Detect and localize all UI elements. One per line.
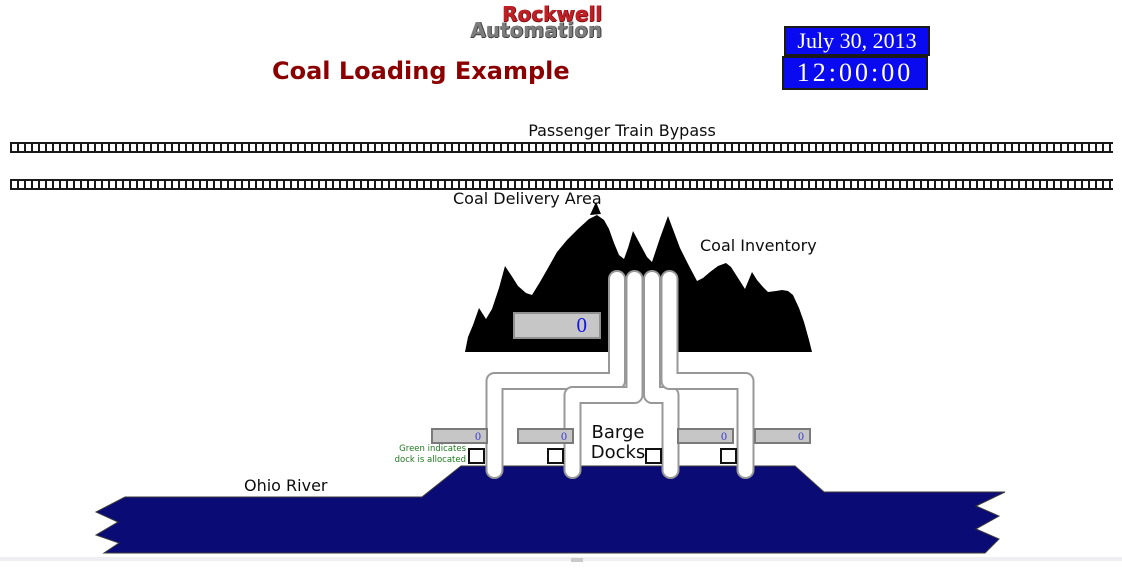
page-title: Coal Loading Example [272,57,570,85]
dock-4-allocated-checkbox[interactable] [720,448,737,464]
ohio-river-shape [94,465,1006,554]
chute-pipe-4 [662,272,753,477]
dock-legend-line1: Green indicates [399,444,466,454]
dock-1-value-display[interactable]: 0 [431,428,488,444]
bottom-separator [0,557,1122,561]
dock-3-allocated-checkbox[interactable] [645,448,662,464]
rockwell-automation-logo: Rockwell Automation [438,2,602,42]
chute-pipe-1 [487,272,624,477]
barge-docks-label-line1: Barge [591,422,645,443]
chute-pipe-3 [645,272,678,477]
date-display: July 30, 2013 [784,26,930,56]
barge-docks-label-line2: Docks [590,442,646,463]
passenger-train-bypass-label: Passenger Train Bypass [528,121,716,140]
dock-1-allocated-checkbox[interactable] [468,448,485,464]
railroad-track-bypass [10,142,1113,153]
coal-delivery-area-label: Coal Delivery Area [453,189,602,208]
dock-2-allocated-checkbox[interactable] [547,448,564,464]
coal-inventory-value-display[interactable]: 0 [513,312,601,339]
dock-legend-line2: dock is allocated [394,455,466,465]
ohio-river-label: Ohio River [244,476,328,495]
coal-inventory-label: Coal Inventory [700,236,817,255]
barge-docks-label: Barge Docks [591,423,646,463]
logo-word-rockwell: Rockwell [501,2,602,26]
scrollbar-thumb[interactable] [571,558,583,562]
cursor-icon [590,202,601,215]
logo-word-automation: Automation [470,18,602,42]
dock-4-value-display[interactable]: 0 [754,428,811,444]
dock-2-value-display[interactable]: 0 [517,428,574,444]
railroad-track-delivery [10,179,1113,190]
time-display: 12:00:00 [782,56,928,90]
dock-3-value-display[interactable]: 0 [677,428,734,444]
